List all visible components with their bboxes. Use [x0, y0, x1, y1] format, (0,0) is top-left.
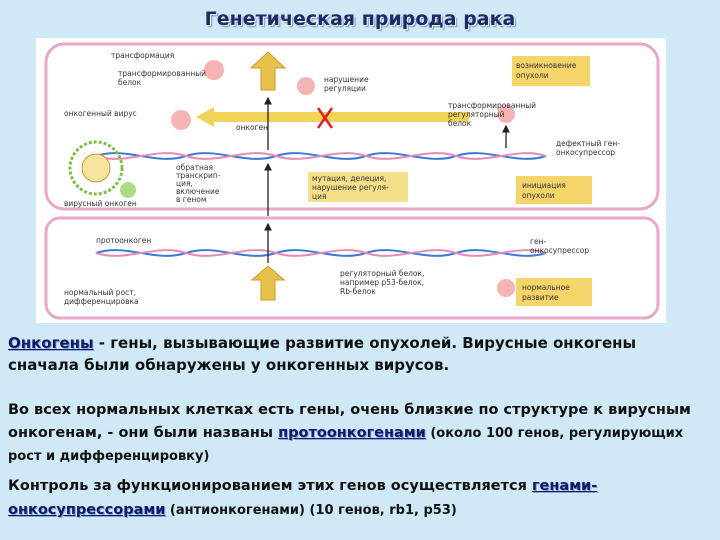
term-protooncogenes: протоонкогенами	[278, 425, 426, 441]
block-x	[316, 107, 334, 129]
paragraph-suppressors: Контроль за функционированием этих генов…	[8, 474, 712, 523]
label-transformed-reg-3: белок	[448, 119, 472, 128]
label-reverse-tr-2: транскрип-	[176, 171, 221, 180]
label-suppressor-gene-2: онкосупрессор	[530, 246, 589, 255]
term-oncogenes: Онкогены	[8, 334, 94, 352]
label-transformed-reg-2: регуляторный	[448, 110, 505, 119]
dna-strand-upper-2	[95, 152, 547, 160]
paragraph-protooncogenes: Во всех нормальных клетках есть гены, оч…	[8, 399, 712, 468]
paragraph-protooncogenes-text: Во всех нормальных клетках есть гены, оч…	[8, 402, 691, 441]
label-defective-gene-2: онкосупрессор	[556, 148, 615, 157]
tumor-onset-box	[512, 56, 590, 86]
label-normal-growth-1: нормальный рост,	[64, 288, 136, 297]
tumor-cell-outline	[44, 42, 660, 211]
label-transformed-reg-1: трансформированный	[448, 101, 536, 110]
paragraph-suppressors-text: Контроль за функционированием этих генов…	[8, 478, 532, 494]
tumor-init-box	[516, 176, 592, 204]
normal-dev-box	[516, 278, 592, 306]
protein-blob-icon	[120, 182, 136, 198]
label-transformation: трансформация	[111, 51, 174, 60]
arrow-bottom	[250, 265, 286, 301]
arrow-regulation-bar	[214, 112, 469, 122]
protein-blob-icon	[297, 77, 315, 95]
label-regulation-disorder-1: нарушение	[324, 75, 369, 84]
protein-blob-icon	[497, 105, 515, 123]
paragraph-protooncogenes-note: (около 100 генов, регулирующих рост и ди…	[8, 426, 684, 464]
label-tumor-init-2: опухоли	[522, 191, 555, 200]
paragraph-suppressors-note: (антионкогенами) (10 генов, rb1, p53)	[165, 503, 457, 518]
label-reverse-tr-3: ция,	[176, 179, 193, 188]
normal-cell-outline	[44, 216, 660, 320]
paragraph-oncogenes: Онкогены - гены, вызывающие развитие опу…	[8, 332, 712, 376]
label-normal-dev-2: развитие	[522, 293, 559, 302]
arrow-transformation	[249, 51, 287, 91]
dna-strand-lower-2	[95, 249, 547, 257]
protein-blob-icon	[204, 60, 224, 80]
label-mutation-2: нарушение регуля-	[312, 183, 389, 192]
protein-blob-icon	[497, 279, 515, 297]
label-viral-oncogene: вирусный онкоген	[64, 199, 137, 208]
mutation-box	[308, 172, 408, 202]
label-defective-gene-1: дефектный ген-	[556, 139, 620, 148]
label-reg-protein-2: например р53-белок,	[340, 278, 424, 287]
arrow-regulation-head	[196, 107, 214, 127]
label-reg-protein-3: Rb-белок	[340, 287, 376, 296]
label-oncogene: онкоген	[236, 123, 268, 132]
label-transformed-protein-2: белок	[118, 78, 142, 87]
paragraph-oncogenes-text: - гены, вызывающие развитие опухолей. Ви…	[8, 334, 637, 374]
label-tumor-init-1: инициация	[522, 181, 566, 190]
label-reverse-tr-4: включение	[176, 187, 220, 196]
label-oncogenic-virus: онкогенный вирус	[64, 109, 137, 118]
label-mutation-1: мутация, делеция,	[312, 174, 386, 183]
label-normal-dev-1: нормальное	[522, 283, 570, 292]
label-mutation-3: ция	[312, 192, 327, 201]
page-title: Генетическая природа рака	[204, 8, 516, 30]
label-transformed-protein-1: трансформированный	[118, 69, 206, 78]
virus-icon	[68, 140, 124, 196]
label-suppressor-gene-1: ген-	[530, 237, 546, 246]
oncogene-diagram: трансформация трансформированный белок н…	[36, 38, 666, 323]
virus-core-icon	[81, 153, 111, 183]
protein-blob-icon	[171, 110, 191, 130]
label-tumor-onset-2: опухоли	[516, 71, 549, 80]
label-reg-protein-1: регуляторный белок,	[340, 269, 424, 278]
label-reverse-tr-1: обратная	[176, 163, 213, 172]
label-regulation-disorder-2: регуляции	[324, 84, 366, 93]
label-protooncogene: протоонкоген	[96, 236, 151, 245]
label-tumor-onset-1: возникновение	[516, 61, 577, 70]
label-normal-growth-2: дифференцировка	[64, 297, 139, 306]
term-suppressors: генами-онкосупрессорами	[8, 478, 598, 518]
label-reverse-tr-5: в геном	[176, 195, 207, 204]
